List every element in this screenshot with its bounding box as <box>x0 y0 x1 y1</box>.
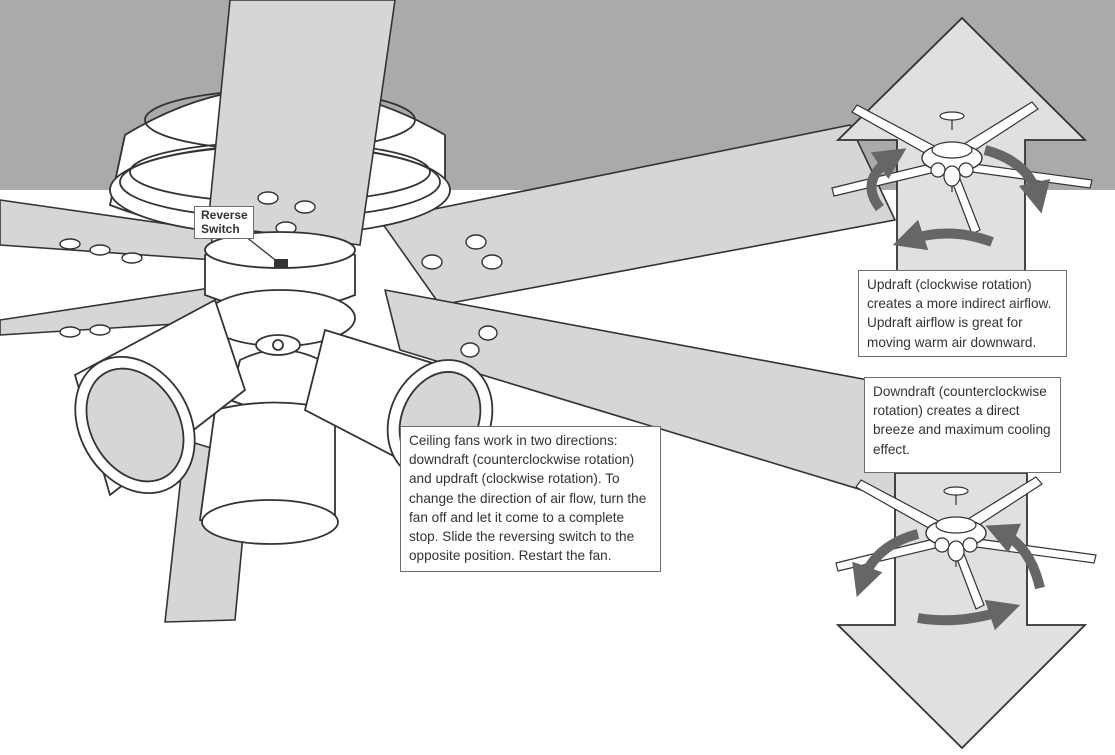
clockwise-rotation-icon <box>866 145 1051 251</box>
fan-blade-upper <box>207 0 396 246</box>
reverse-switch-label: Reverse Switch <box>194 206 254 239</box>
counterclockwise-rotation-icon <box>852 523 1045 631</box>
downdraft-direction-arrow-icon <box>835 472 1088 750</box>
updraft-callout: Updraft (clockwise rotation) creates a m… <box>858 270 1067 357</box>
downdraft-callout: Downdraft (counterclockwise rotation) cr… <box>864 377 1061 473</box>
blade-bolts <box>59 234 503 358</box>
switch-housing <box>204 231 356 311</box>
reverse-switch[interactable] <box>274 259 288 268</box>
instructions-callout: Ceiling fans work in two directions: dow… <box>400 426 661 572</box>
